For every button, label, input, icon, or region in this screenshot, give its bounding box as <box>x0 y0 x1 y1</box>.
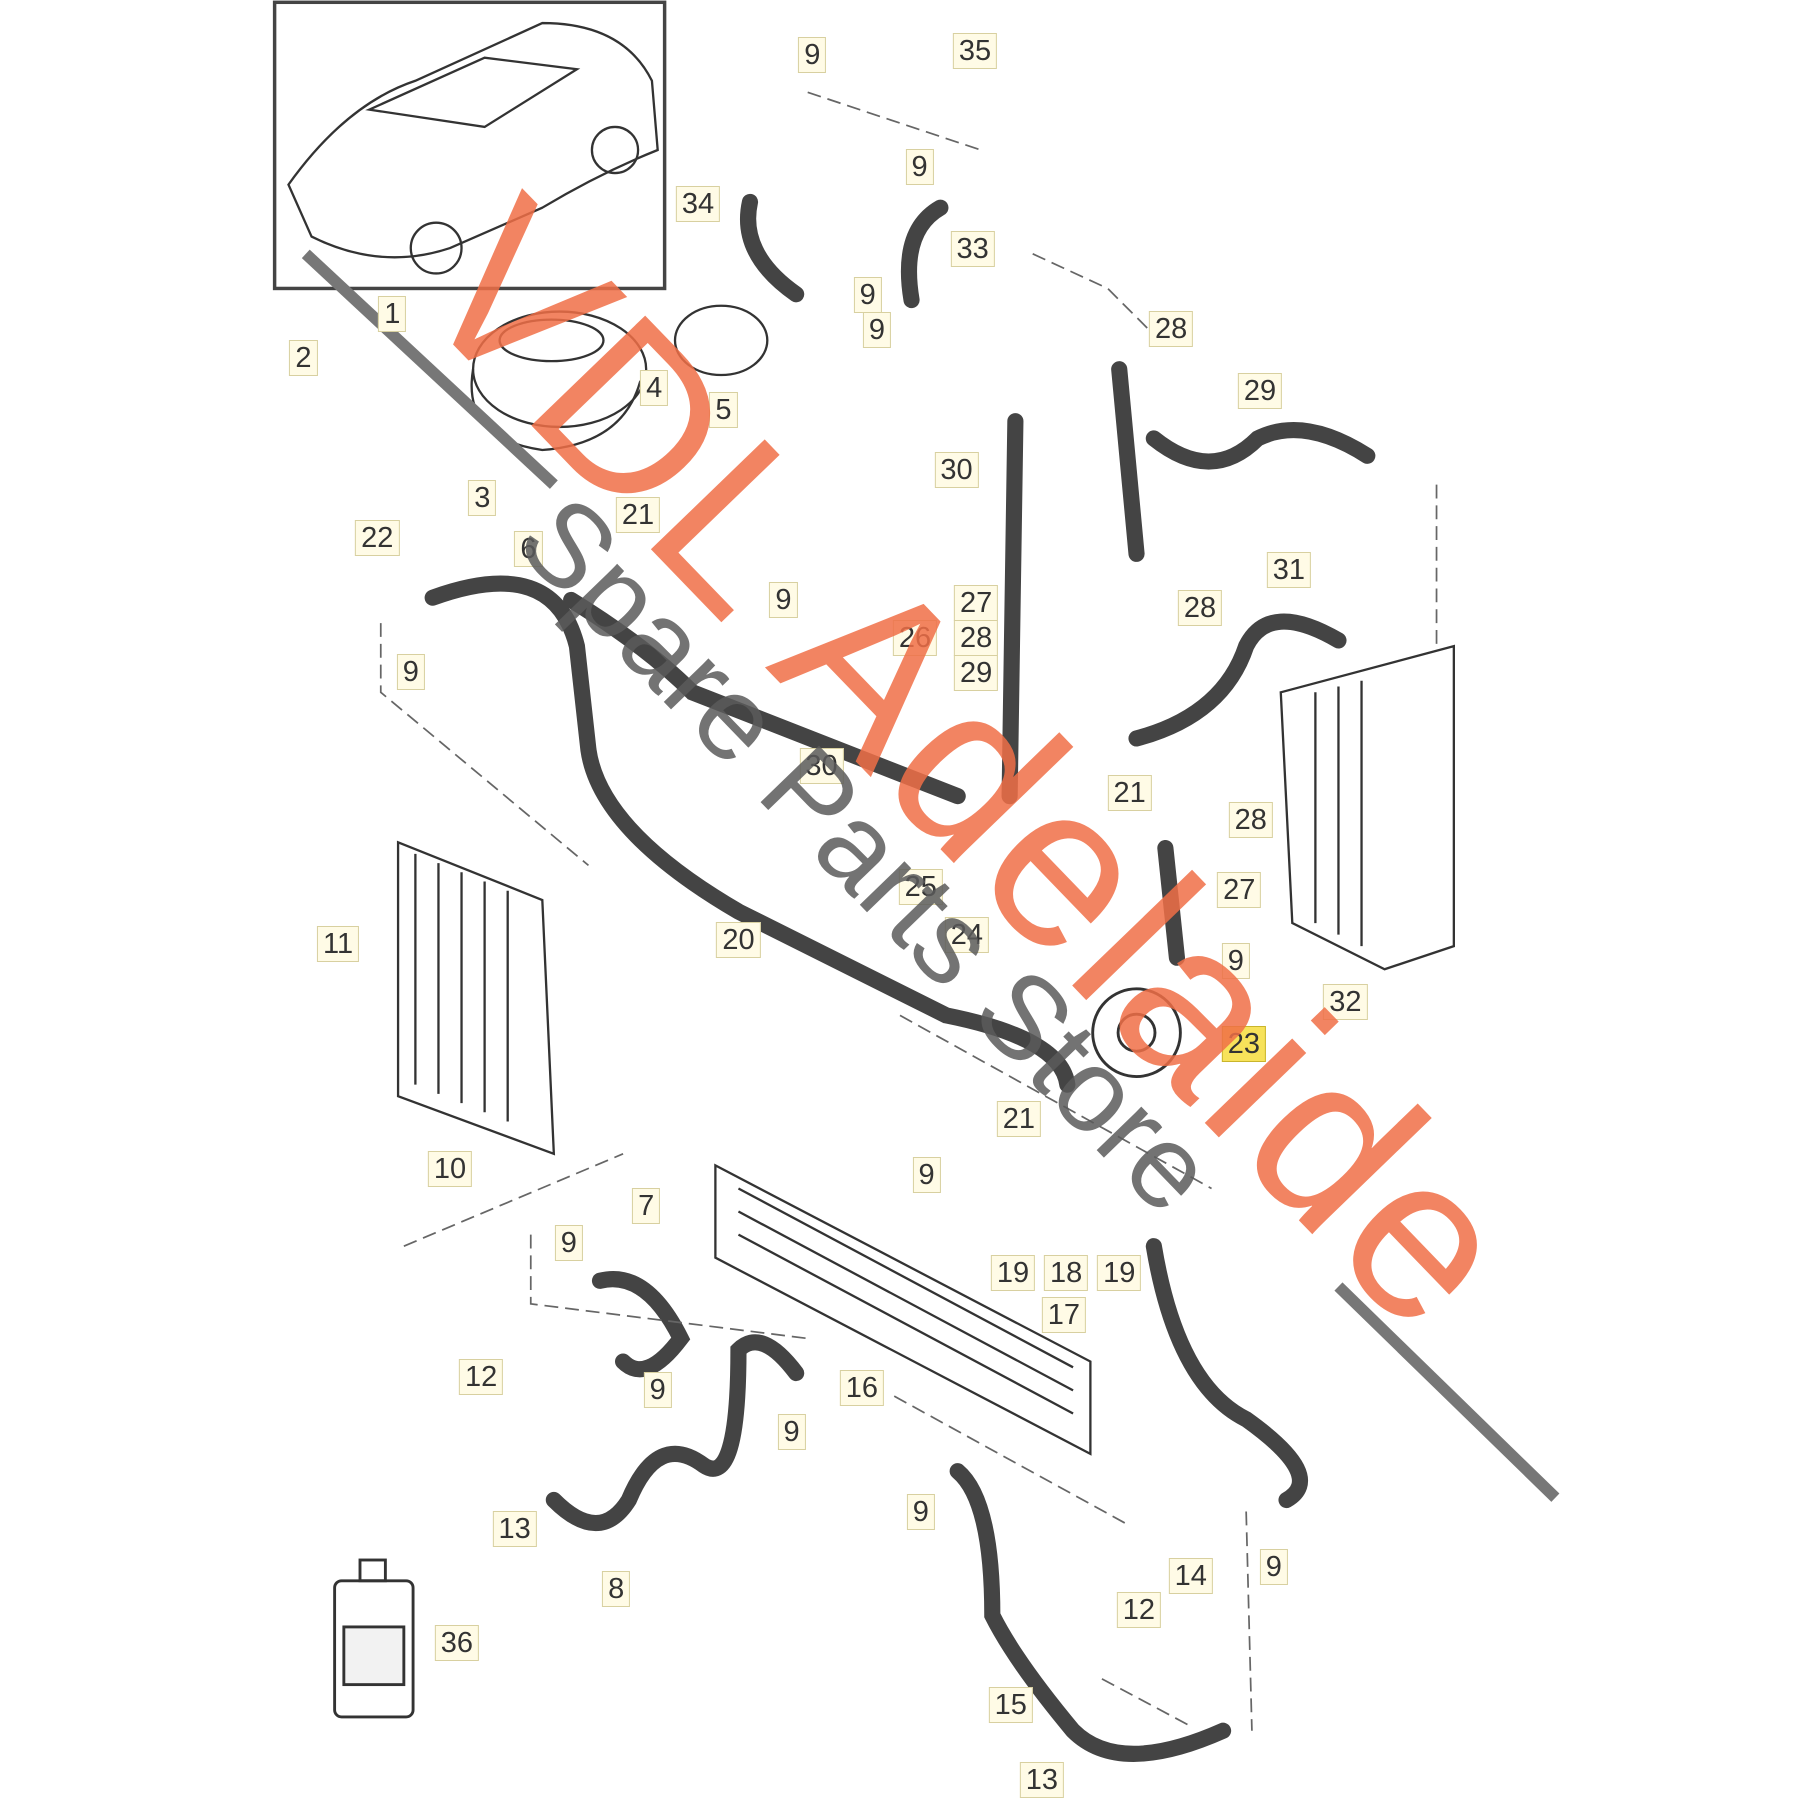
part-callout-14: 14 <box>1168 1558 1213 1595</box>
part-callout-31: 31 <box>1266 552 1311 588</box>
coolant-bottle <box>333 1558 415 1719</box>
part-callout-35: 35 <box>952 32 998 69</box>
part-callout-6: 6 <box>514 531 543 568</box>
part-callout-9: 9 <box>905 149 934 186</box>
hoses <box>424 193 1376 1762</box>
part-callout-15: 15 <box>988 1687 1033 1724</box>
part-callout-22: 22 <box>355 519 400 556</box>
part-callout-12: 12 <box>459 1358 504 1395</box>
part-callout-18: 18 <box>1044 1254 1089 1291</box>
part-callout-34: 34 <box>675 186 721 223</box>
part-callout-5: 5 <box>709 391 738 428</box>
part-callout-28: 28 <box>1228 802 1273 839</box>
part-callout-36: 36 <box>434 1625 480 1662</box>
part-callout-17: 17 <box>1041 1297 1086 1334</box>
part-callout-25: 25 <box>898 869 943 906</box>
leader-lines <box>379 91 1438 1731</box>
part-callout-26: 26 <box>892 620 938 657</box>
part-callout-9: 9 <box>777 1413 806 1450</box>
part-callout-9: 9 <box>853 277 882 314</box>
part-callout-3: 3 <box>468 480 497 517</box>
part-callout-11: 11 <box>317 925 360 962</box>
watermark-bar-right <box>1334 1282 1560 1502</box>
part-callout-20: 20 <box>716 922 761 959</box>
part-callout-2: 2 <box>289 339 318 376</box>
engine-radiator-right <box>1279 644 1455 971</box>
part-callout-33: 33 <box>950 231 995 268</box>
part-callout-30: 30 <box>934 451 979 488</box>
vehicle-thumbnail-frame <box>272 0 667 291</box>
water-pump <box>1091 987 1182 1078</box>
watermark-bar-left <box>301 249 558 489</box>
part-callout-32: 32 <box>1323 983 1368 1020</box>
part-callout-21: 21 <box>996 1101 1041 1138</box>
part-callout-19: 19 <box>1097 1254 1142 1291</box>
tank-cap <box>673 304 769 377</box>
part-callout-9: 9 <box>643 1372 672 1409</box>
part-callout-9: 9 <box>862 312 891 348</box>
part-callout-13: 13 <box>492 1510 537 1547</box>
part-callout-4: 4 <box>640 369 669 406</box>
watermark-bars <box>301 249 1560 1502</box>
part-callout-28: 28 <box>1177 590 1223 627</box>
part-callout-9: 9 <box>769 582 798 618</box>
part-callout-21: 21 <box>1107 774 1152 811</box>
part-callout-9: 9 <box>1259 1548 1288 1585</box>
part-callout-10: 10 <box>427 1150 473 1187</box>
part-callout-16: 16 <box>839 1370 885 1407</box>
main-radiator <box>396 840 556 1156</box>
part-callout-9: 9 <box>1221 943 1250 980</box>
part-callout-8: 8 <box>602 1570 631 1607</box>
part-callout-19: 19 <box>990 1254 1036 1291</box>
part-callout-29: 29 <box>1237 373 1283 410</box>
part-callout-9: 9 <box>912 1156 941 1193</box>
part-callout-9: 9 <box>798 37 827 74</box>
part-callout-1: 1 <box>378 295 407 332</box>
part-callout-9: 9 <box>906 1493 935 1530</box>
part-callout-9: 9 <box>396 653 425 690</box>
part-callout-21: 21 <box>615 496 661 533</box>
auxiliary-radiator <box>714 1163 1092 1456</box>
part-callout-24: 24 <box>944 916 990 953</box>
part-callout-28: 28 <box>1149 310 1194 347</box>
part-callout-27: 27 <box>1217 871 1262 908</box>
part-callout-23: 23 <box>1221 1026 1266 1063</box>
part-callout-9: 9 <box>554 1224 583 1261</box>
part-callout-27: 27 <box>954 585 999 622</box>
part-callout-13: 13 <box>1019 1762 1065 1799</box>
part-callout-12: 12 <box>1116 1591 1161 1628</box>
part-callout-7: 7 <box>632 1187 661 1224</box>
part-callout-29: 29 <box>954 654 999 691</box>
vehicle-illustration <box>287 21 659 275</box>
part-callout-30: 30 <box>799 748 844 785</box>
